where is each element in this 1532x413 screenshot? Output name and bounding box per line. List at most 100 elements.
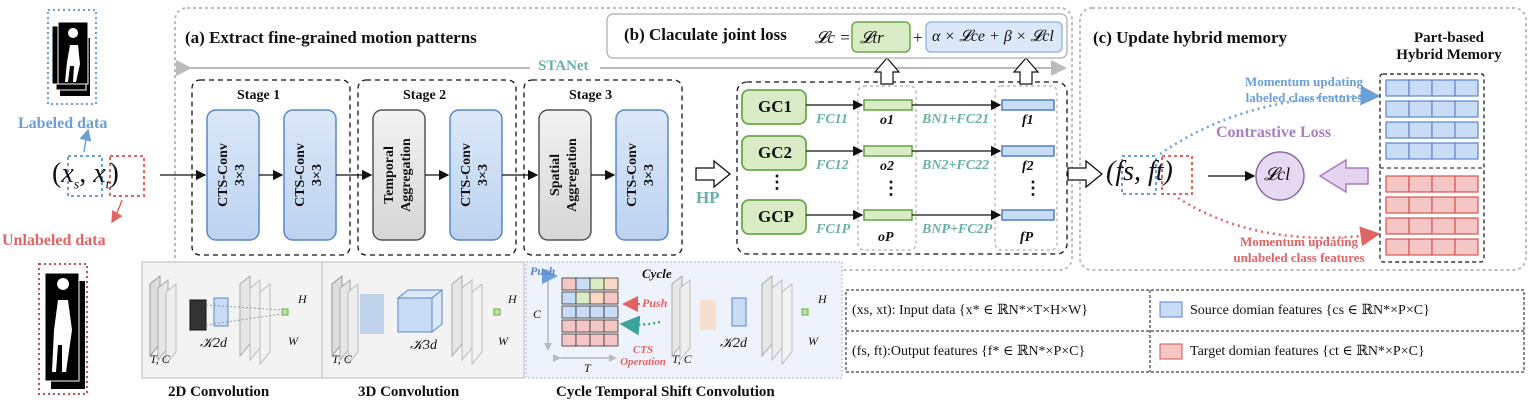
cts-cell [561,291,577,305]
memory-cell [1454,121,1479,139]
tc-label-3: T, C [672,352,692,366]
w-label-3: W [808,334,818,348]
labeled-data-label: Labeled data [18,115,108,132]
cts-cell [589,305,605,319]
t-label: T [584,361,591,375]
cts-cell [603,277,619,291]
memory-cell [1454,79,1479,97]
memory-cell [1385,196,1410,214]
conv2d-caption: 2D Convolution [168,384,270,400]
h-label-3: H [818,292,827,306]
tc-label-1: T, C [150,352,170,366]
gc-label-2: GC2 [758,143,792,162]
memory-cell [1454,238,1479,256]
cts-cell [589,277,605,291]
conv3d-illustration [331,274,501,366]
cts-cell [561,305,577,319]
memory-cell [1454,142,1479,160]
legend-target: Target domian features {ct ∈ ℝN*×P×C} [1190,344,1425,359]
memory-cell [1385,217,1410,235]
input-pair: (xs, xt) [52,158,119,193]
stanet-label: STANet [538,58,589,74]
cycle-label: Cycle [642,266,672,281]
gc-label-p: GCP [758,207,794,226]
h-label-2: H [508,292,517,306]
stage1-label: Stage 1 [237,88,281,103]
f-label-1: f1 [1022,113,1034,128]
memory-cell [1408,217,1433,235]
cts-illustration [542,268,809,366]
h-label-1: H [298,292,307,306]
memory-box [1379,73,1485,263]
memory-cell [1408,238,1433,256]
cts-cell [575,305,591,319]
conv3d-caption: 3D Convolution [358,384,460,400]
stage3-box [523,79,683,256]
hp-arrow [695,159,732,189]
legend-output: (fs, ft):Output features {f* ∈ ℝN*×P×C} [852,344,1086,359]
memory-cell [1431,142,1456,160]
memory-cell [1454,175,1479,193]
section-c-title: (c) Update hybrid memory [1093,28,1288,47]
head-box [736,81,1068,255]
memory-cell [1431,196,1456,214]
o-label-p: oP [878,230,894,245]
contrastive-loss-label: Contrastive Loss [1216,124,1332,141]
memory-cell [1385,79,1410,97]
gc-label-1: GC1 [758,97,792,116]
stage3-label: Stage 3 [569,88,613,103]
cts-caption: Cycle Temporal Shift Convolution [556,384,775,400]
cts-cell [561,319,577,333]
loss-cl-symbol: 𝓛cl [1264,164,1291,184]
k3d-label: 𝒦3d [410,338,438,353]
memory-cell [1431,121,1456,139]
memory-cell [1454,100,1479,118]
w-label-1: W [288,334,298,348]
loss-rest: α × 𝓛ce + β × 𝓛cl [932,28,1054,45]
f-label-p: fP [1020,230,1034,245]
loss-tr: 𝓛tr [860,28,884,47]
push-right: Push [642,296,668,310]
section-a-title: (a) Extract fine-grained motion patterns [185,28,477,47]
cts-cell [575,277,591,291]
memory-cell [1431,100,1456,118]
memory-cell [1454,196,1479,214]
memory-cell [1408,142,1433,160]
cts-cell [603,319,619,333]
cts-cell [589,319,605,333]
bnfc-label-2: BN2+FC22 [922,158,990,173]
k2d-label-1: 𝒦2d [200,336,228,351]
bnfc-label-1: BN1+FC21 [922,112,990,127]
legend-source: Source domian features {cs ∈ ℝN*×P×C} [1190,303,1430,318]
conv2d-illustration [149,274,289,366]
cts-cell [603,333,619,347]
memory-cell [1431,175,1456,193]
push-top: Push [530,264,556,278]
f-dots: ⋮ [1024,178,1042,198]
o-label-2: o2 [880,159,894,174]
output-pair: (fs, ft) [1106,156,1173,187]
memory-cell [1385,121,1410,139]
gc-box-2 [741,135,807,171]
panel-c-border [1079,7,1527,271]
cts-cell [575,319,591,333]
hp-label: HP [696,188,720,207]
loss-plus: + [913,28,923,47]
block-cts-3 [615,109,669,241]
memory-cell [1408,175,1433,193]
cts-cell [575,291,591,305]
fc-label-2: FC12 [816,158,849,173]
memory-cell [1408,121,1433,139]
fc-label-1: FC11 [816,112,848,127]
cts-cell [561,277,577,291]
k2d-label-3: 𝒦2d [720,336,748,351]
